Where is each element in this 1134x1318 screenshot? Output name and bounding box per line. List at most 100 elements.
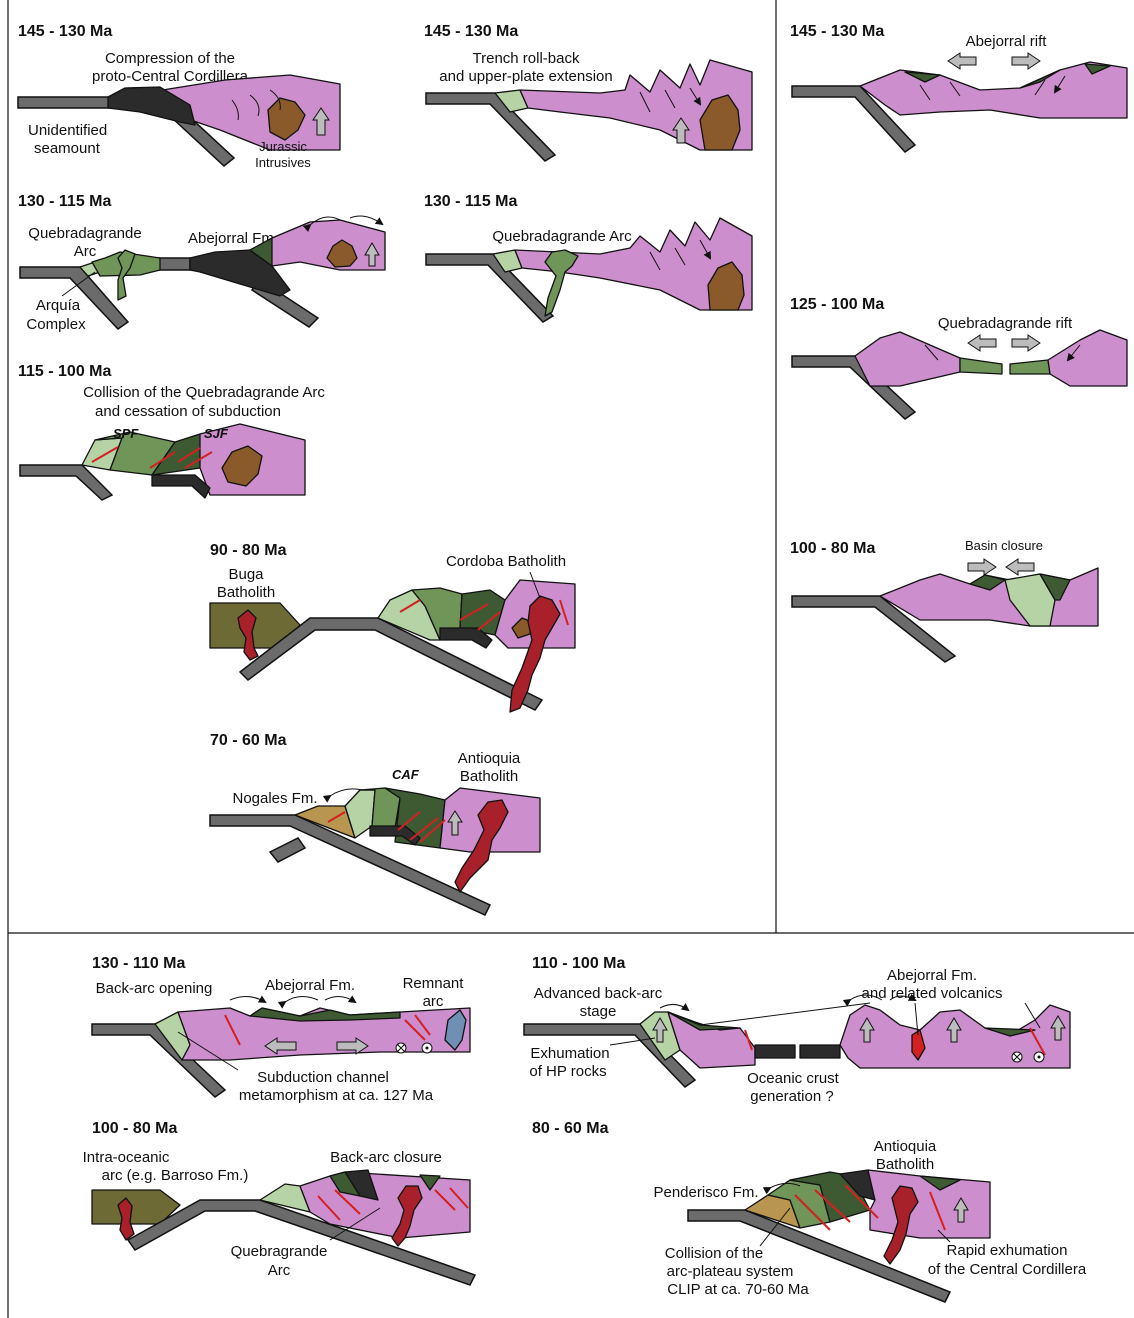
panel-right-145-130: 145 - 130 Ma Abejorral rift	[790, 23, 1127, 152]
age-label: 100 - 80 Ma	[790, 540, 875, 557]
arc-label-line1: Quebradagrande	[28, 225, 141, 242]
nogales-label: Nogales Fm.	[232, 790, 317, 807]
fault-spf: SPF	[113, 426, 139, 441]
abejorral-label-line2: and related volcanics	[862, 985, 1003, 1002]
antioquia-label-line1: Antioquia	[874, 1138, 937, 1155]
panel-115-100-collision: 115 - 100 Ma Collision of the Quebradagr…	[18, 363, 325, 500]
remnant-label-line2: arc	[423, 993, 444, 1010]
quebradagrande-arc	[545, 250, 578, 316]
extension-arrow-left-icon	[948, 53, 976, 69]
fault-caf: CAF	[392, 767, 420, 782]
oceanic-plate	[20, 465, 112, 500]
title-line2: and upper-plate extension	[439, 68, 612, 85]
panel-70-60: 70 - 60 Ma Antioquia Batholith Nogales F…	[210, 732, 540, 915]
qarc-label-line2: Arc	[268, 1262, 291, 1279]
arc-label: Quebradagrande Arc	[492, 228, 632, 245]
panel-130-115-quebradagrande: 130 - 115 Ma Quebradagrande Arc	[424, 193, 752, 322]
ocean-label-line2: generation ?	[750, 1088, 833, 1105]
title-line1: Trench roll-back	[473, 50, 580, 67]
panel-90-80: 90 - 80 Ma Buga Batholith Cordoba Bathol…	[210, 542, 575, 712]
penderisco-label: Penderisco Fm.	[653, 1184, 758, 1201]
compression-arrow-left-icon	[1006, 559, 1034, 575]
abejorral-label-line1: Abejorral Fm.	[887, 967, 977, 984]
exhumation-label-line2: of HP rocks	[529, 1063, 606, 1080]
continental-crust	[860, 62, 1127, 118]
antioquia-label-line1: Antioquia	[458, 750, 521, 767]
extension-arrow-left-icon	[968, 335, 996, 351]
collision-label-line1: Collision of the	[665, 1245, 763, 1262]
collision-label-line2: arc-plateau system	[667, 1263, 794, 1280]
title-line1: Collision of the Quebradagrande Arc	[83, 384, 325, 401]
advanced-label-line2: stage	[580, 1003, 617, 1020]
oceanic-crust-2	[800, 1045, 840, 1058]
age-label: 145 - 130 Ma	[18, 23, 112, 40]
rift-basin-east	[1010, 360, 1050, 374]
panel-145-130-compression: 145 - 130 Ma Compression of the proto-Ce…	[18, 23, 340, 170]
panel-right-100-80: 100 - 80 Ma Basin closure	[790, 538, 1098, 662]
intrusive-label-line2: Intrusives	[255, 155, 311, 170]
intra-label-line2: arc (e.g. Barroso Fm.)	[102, 1167, 249, 1184]
age-label: 130 - 110 Ma	[92, 955, 186, 972]
arc-label-line2: Arc	[74, 243, 97, 260]
continental-crust-east	[1048, 330, 1127, 386]
compression-arrow-right-icon	[968, 559, 996, 575]
panel-bottom-110-100: 110 - 100 Ma Advanced back-arc stage Abe…	[524, 955, 1070, 1105]
panel-bottom-80-60: 80 - 60 Ma Antioquia Batholith Penderisc…	[532, 1120, 1087, 1302]
antioquia-label-line2: Batholith	[460, 768, 518, 785]
crust-west	[668, 1012, 755, 1068]
advanced-label-line1: Advanced back-arc	[534, 985, 663, 1002]
title-line2: and cessation of subduction	[95, 403, 281, 420]
intrusive-label-line1: Jurassic	[259, 139, 307, 154]
ocean-label-line1: Oceanic crust	[747, 1070, 840, 1087]
oceanic-plate	[18, 97, 110, 108]
rapid-label-line2: of the Central Cordillera	[928, 1261, 1087, 1278]
slab-fragment	[270, 838, 305, 862]
age-label: 130 - 115 Ma	[424, 193, 518, 210]
age-label: 145 - 130 Ma	[790, 23, 884, 40]
continental-crust	[272, 220, 385, 270]
age-label: 80 - 60 Ma	[532, 1120, 609, 1137]
abejorral-label: Abejorral Fm.	[265, 977, 355, 994]
extension-arrow-right-icon	[1012, 335, 1040, 351]
seamount-label-line1: Unidentified	[28, 122, 107, 139]
arquia-label-line1: Arquía	[36, 297, 81, 314]
panel-130-115-abejorral: 130 - 115 Ma Quebradagrande Arc Abejorra…	[18, 193, 385, 333]
age-label: 130 - 115 Ma	[18, 193, 112, 210]
rift-label: Quebradagrande rift	[938, 315, 1073, 332]
closure-label: Back-arc closure	[330, 1149, 442, 1166]
arquia-label-line2: Complex	[26, 316, 86, 333]
age-label: 70 - 60 Ma	[210, 732, 287, 749]
panel-bottom-100-80: 100 - 80 Ma Intra-oceanic arc (e.g. Barr…	[83, 1120, 475, 1285]
extension-arrow-right-icon	[1012, 53, 1040, 69]
cordoba-label: Cordoba Batholith	[446, 553, 566, 570]
closure-label: Basin closure	[965, 538, 1043, 553]
continental-crust-west	[855, 332, 960, 386]
qarc-label-line1: Quebragrande	[231, 1243, 328, 1260]
seamount-label-line2: seamount	[34, 140, 101, 157]
buga-label-line2: Batholith	[217, 584, 275, 601]
buga-label-line1: Buga	[228, 566, 264, 583]
rift-label: Abejorral rift	[966, 33, 1048, 50]
panel-bottom-130-110: 130 - 110 Ma Back-arc opening Abejorral …	[92, 955, 470, 1104]
age-label: 115 - 100 Ma	[18, 363, 112, 380]
title-line1: Compression of the	[105, 50, 235, 67]
meta-label-line2: metamorphism at ca. 127 Ma	[239, 1087, 434, 1104]
panel-right-125-100: 125 - 100 Ma Quebradagrande rift	[790, 296, 1127, 419]
panel-145-130-rollback: 145 - 130 Ma Trench roll-back and upper-…	[424, 23, 752, 161]
age-label: 90 - 80 Ma	[210, 542, 287, 559]
fault-sjf: SJF	[204, 426, 229, 441]
exhumation-label-line1: Exhumation	[530, 1045, 609, 1062]
age-label: 125 - 100 Ma	[790, 296, 884, 313]
remnant-label-line1: Remnant	[403, 975, 465, 992]
age-label: 110 - 100 Ma	[532, 955, 626, 972]
rift-basin-west	[960, 358, 1002, 374]
intra-label-line1: Intra-oceanic	[83, 1149, 170, 1166]
oceanic-crust-1	[755, 1045, 795, 1058]
antioquia-label-line2: Batholith	[876, 1156, 934, 1173]
collision-label-line3: CLIP at ca. 70-60 Ma	[667, 1281, 809, 1298]
backarc-label: Back-arc opening	[96, 980, 213, 997]
age-label: 100 - 80 Ma	[92, 1120, 177, 1137]
rapid-label-line1: Rapid exhumation	[947, 1242, 1068, 1259]
meta-label-line1: Subduction channel	[257, 1069, 389, 1086]
